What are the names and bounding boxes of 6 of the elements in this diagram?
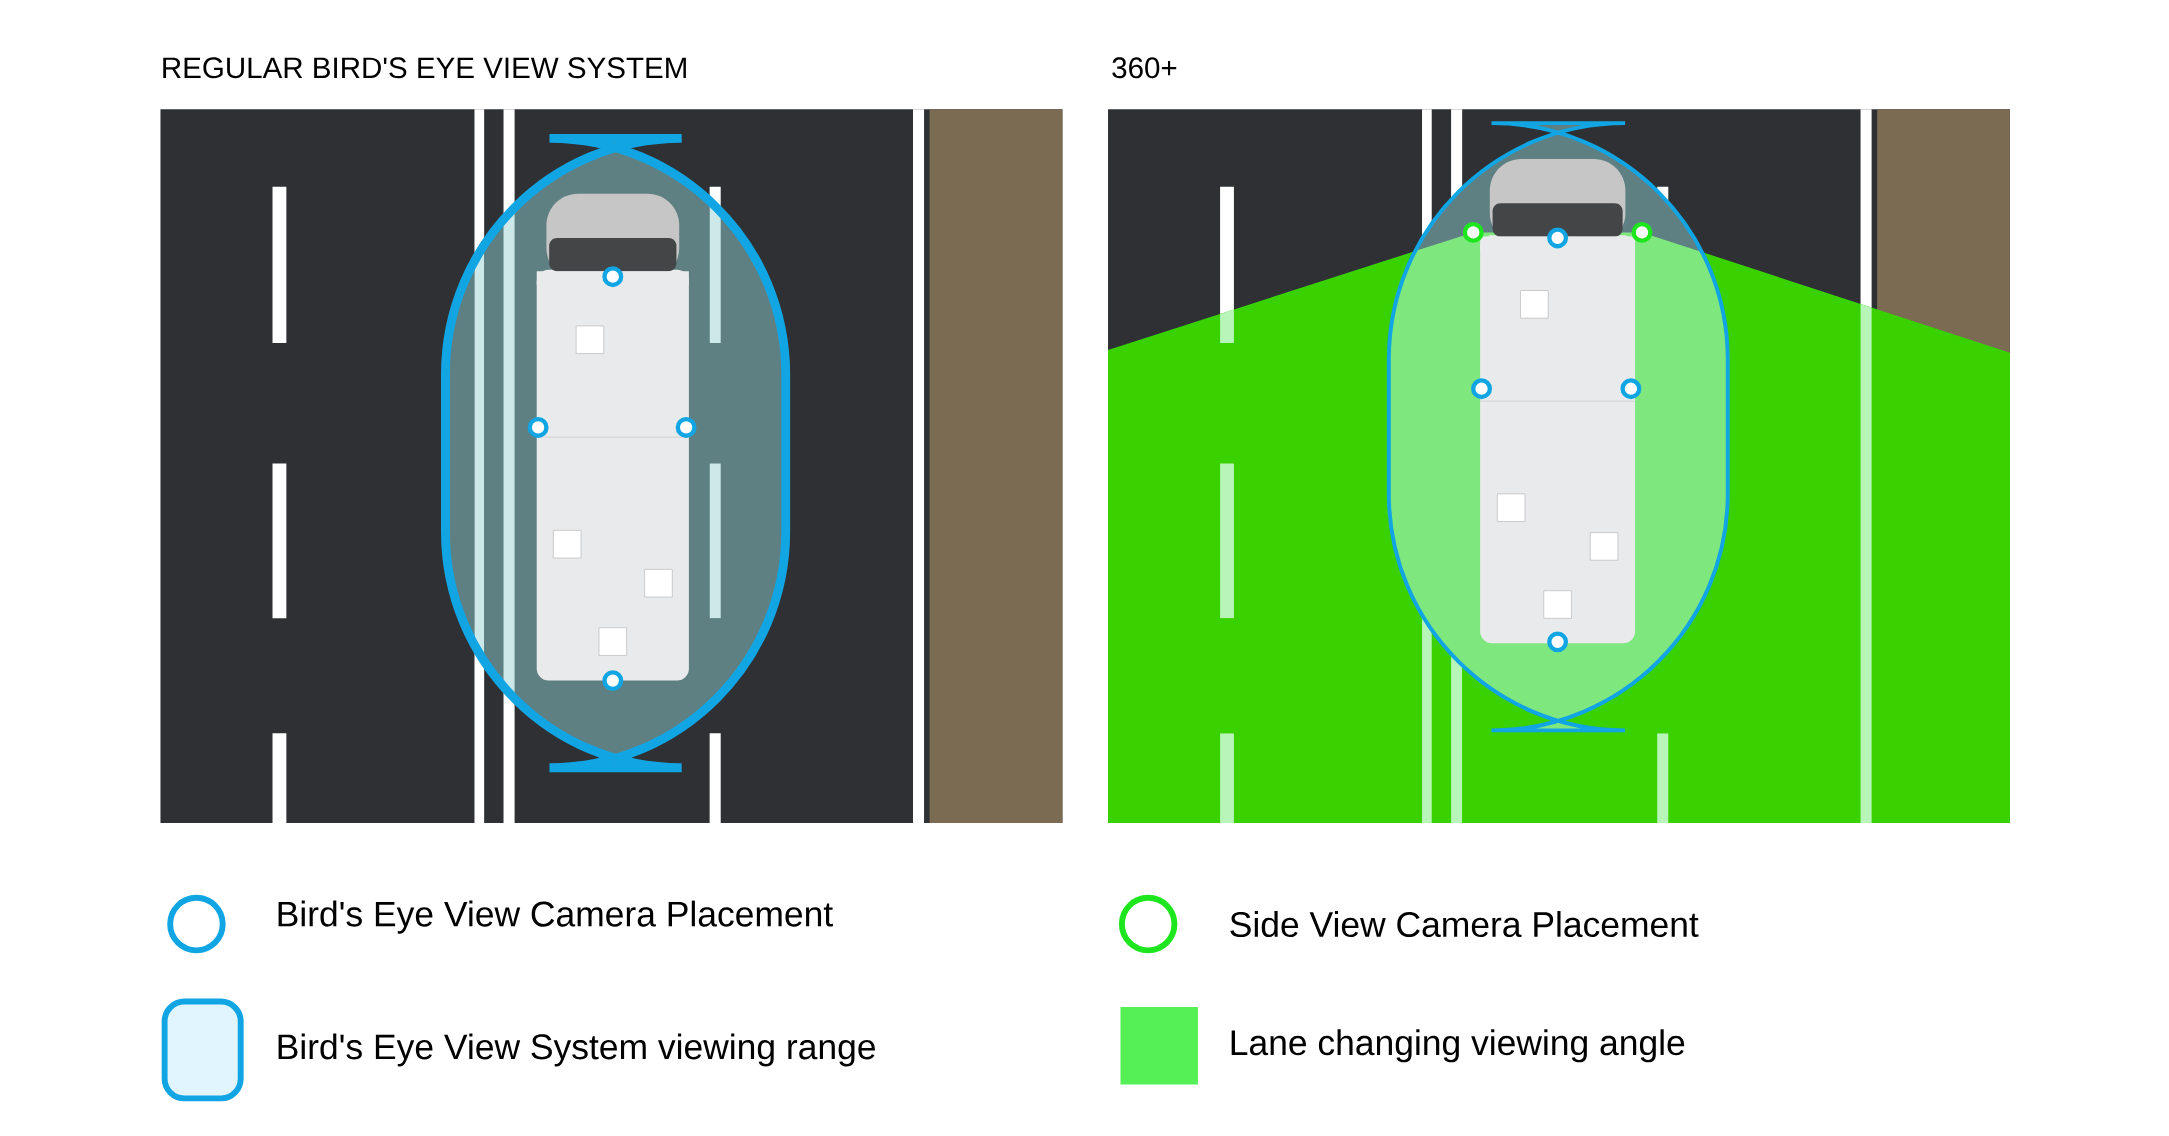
panel-title: REGULAR BIRD'S EYE VIEW SYSTEM <box>163 57 686 79</box>
legend-text: Side View Camera Placement <box>1230 911 1699 938</box>
legend-text: Bird's Eye View Camera Placement <box>278 900 833 934</box>
legend-text: Bird's Eye View System viewing range <box>278 1033 875 1067</box>
panel-title: 360+ <box>1112 57 1177 79</box>
legend-text: Lane changing viewing angle <box>1231 1029 1685 1063</box>
